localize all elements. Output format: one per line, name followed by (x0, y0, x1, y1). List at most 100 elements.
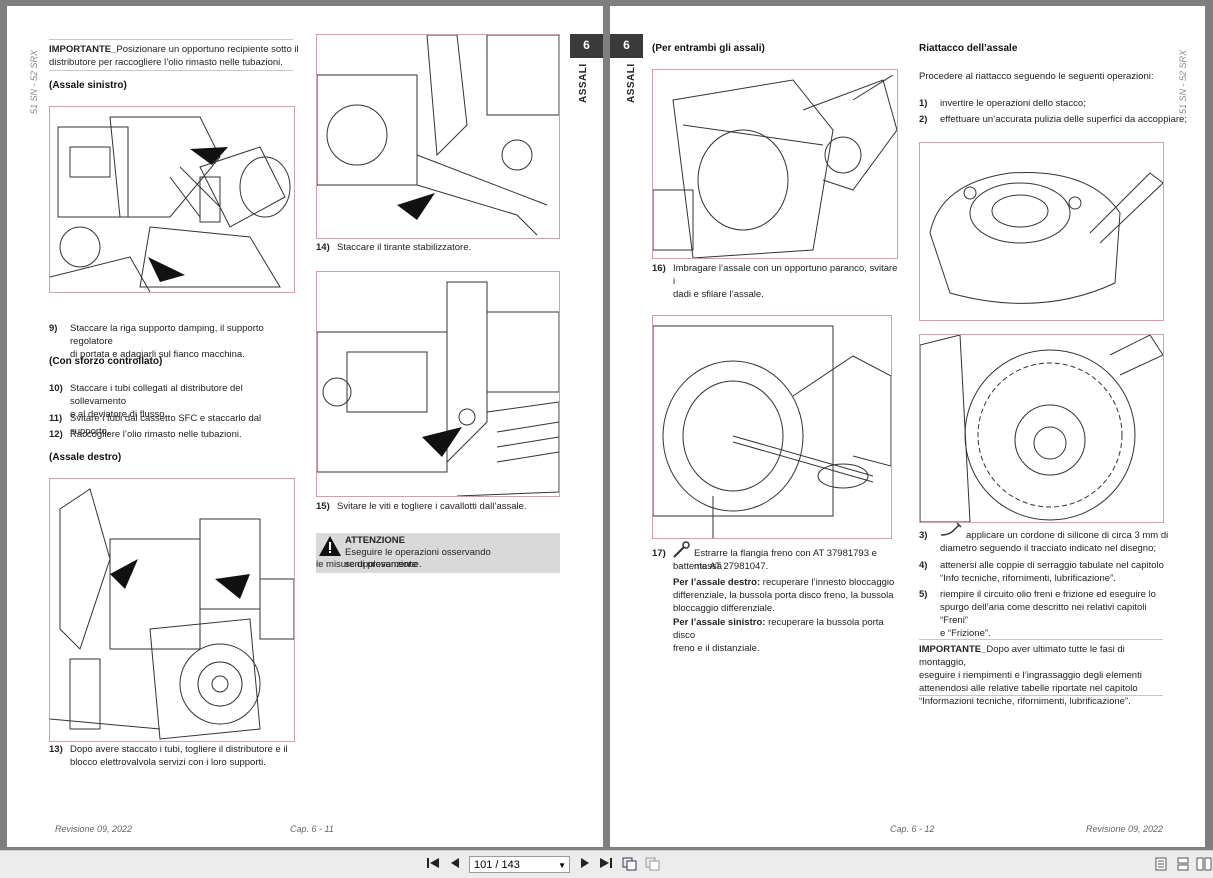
warning-box: ATTENZIONE Eseguire le operazioni osserv… (316, 533, 560, 573)
note-label: Per l’assale destro: (673, 577, 761, 588)
step-number: 16) (652, 263, 666, 274)
machinery-illustration (50, 107, 294, 292)
note-text: freno e il distanziale. (673, 643, 760, 654)
figure-stabilizer (316, 34, 560, 239)
export-page-icon[interactable] (645, 857, 661, 873)
chevron-down-icon: ▼ (558, 861, 566, 870)
step-number: 13) (49, 744, 63, 755)
step-9: 9) Staccare la riga supporto damping, il… (49, 322, 299, 360)
important-label: IMPORTANTE_ (49, 44, 117, 55)
chapter-tab-label: ASSALI (578, 63, 589, 103)
step-text: spurgo dell’aria come descritto nei rela… (940, 602, 1147, 626)
important-text: Posizionare un opportuno recipiente sott… (116, 44, 299, 55)
heading-both-axles: (Per entrambi gli assali) (652, 43, 765, 54)
note-text: recuperare l’innesto bloccaggio (762, 577, 895, 588)
step-17: 17) Estrarre la flangia freno con AT 379… (652, 541, 902, 572)
important-note: IMPORTANTE_Posizionare un opportuno reci… (49, 43, 299, 69)
heading-left-axle: (Assale sinistro) (49, 80, 127, 91)
single-page-view-icon[interactable] (1153, 857, 1169, 873)
figure-hub-silicone (919, 334, 1164, 523)
reattach-intro: Procedere al riattacco seguendo le segue… (919, 71, 1154, 82)
step-13: 13) Dopo avere staccato i tubi, togliere… (49, 743, 299, 768)
two-page-view-icon[interactable] (1196, 857, 1212, 873)
footer-revision: Revisione 09, 2022 (1086, 824, 1164, 834)
step-number: 15) (316, 501, 330, 512)
step-text: Imbragare l’assale con un opportuno para… (673, 263, 898, 287)
step-number: 10) (49, 383, 63, 394)
note-text: recuperare la bussola porta disco (673, 617, 884, 641)
heading-reattach: Riattacco dell’assale (919, 43, 1018, 54)
warning-title: ATTENZIONE (345, 535, 405, 546)
step-text: effettuare un’accurata pulizia delle sup… (940, 114, 1187, 125)
step-number: 14) (316, 242, 330, 253)
reattach-step-3: 3) applicare un cordone di silicone di c… (919, 522, 1169, 554)
step-10: 10) Staccare i tubi collegati al distrib… (49, 382, 299, 420)
machinery-illustration (653, 74, 897, 258)
heading-controlled-effort: (Con sforzo controllato) (49, 356, 163, 367)
step-number: 12) (49, 429, 63, 440)
footer-revision: Revisione 09, 2022 (55, 824, 133, 834)
machinery-illustration (920, 335, 1163, 522)
figure-left-axle (49, 106, 295, 293)
figure-hoist-axle (652, 69, 898, 259)
step-text: Raccogliere l’olio rimasto nelle tubazio… (70, 429, 242, 440)
reattach-step-1: 1) invertire le operazioni dello stacco; (919, 97, 1169, 110)
step-text: Dopo avere staccato i tubi, togliere il … (70, 744, 288, 755)
silicone-tube-icon (940, 522, 962, 536)
copy-page-icon[interactable] (622, 857, 638, 873)
last-page-icon[interactable] (598, 857, 614, 873)
step-text: e al deviatore di flusso. (70, 409, 168, 420)
important-text: attenendosi alle relative tabelle riport… (919, 683, 1138, 694)
machinery-illustration (929, 172, 1163, 304)
divider (919, 639, 1163, 640)
page-number-select[interactable]: 101 / 143 ▼ (469, 856, 570, 873)
left-page: 51 SN - 52 SRX 6 ASSALI IMPORTANTE_Posiz… (7, 6, 603, 847)
step-text: Staccare il tirante stabilizzatore. (337, 242, 472, 253)
step-text: diametro seguendo il tracciato indicato … (940, 543, 1156, 554)
next-page-icon[interactable] (577, 857, 593, 873)
chapter-tab-number: 6 (570, 34, 603, 58)
continuous-view-icon[interactable] (1175, 857, 1191, 873)
previous-page-icon[interactable] (447, 857, 463, 873)
warning-triangle-icon (319, 536, 341, 556)
first-page-icon[interactable] (425, 857, 441, 873)
step-text: Estrarre la flangia freno con AT 3798179… (694, 548, 877, 572)
step-16: 16) Imbragare l’assale con un opportuno … (652, 262, 902, 300)
important-text: eseguire i riempimenti e l’ingrassaggio … (919, 670, 1142, 681)
machinery-illustration (317, 281, 559, 496)
step-text: Svitare i tubi dal cassetto SFC e stacca… (70, 413, 262, 437)
step-number: 11) (49, 413, 63, 424)
side-model-label: 51 SN - 52 SRX (1178, 49, 1188, 114)
reattach-step-2: 2) effettuare un’accurata pulizia delle … (919, 113, 1187, 126)
step-text: attenersi alle coppie di serraggio tabul… (940, 560, 1164, 571)
step-text: Staccare i tubi collegati al distributor… (70, 383, 243, 407)
step-number: 3) (919, 530, 928, 541)
important-label: IMPORTANTE_ (919, 644, 987, 655)
step-text: riempire il circuito olio freni e frizio… (940, 589, 1156, 600)
step-text: invertire le operazioni dello stacco; (940, 98, 1086, 109)
step-number: 5) (919, 589, 928, 600)
right-page: 6 ASSALI 51 SN - 52 SRX (Per entrambi gl… (610, 6, 1205, 847)
step-number: 2) (919, 114, 928, 125)
divider (49, 70, 293, 71)
step-number: 1) (919, 98, 928, 109)
note-text: differenziale, la bussola porta disco fr… (673, 590, 894, 601)
step-11: 11) Svitare i tubi dal cassetto SFC e st… (49, 412, 299, 437)
warning-text: le misure di prevenzione. (316, 559, 422, 570)
chapter-tab-number: 6 (610, 34, 643, 58)
step-text: blocco elettrovalvola servizi con i loro… (70, 757, 266, 768)
important-text: Dopo aver ultimato tutte le fasi di mont… (919, 644, 1125, 668)
divider (49, 39, 293, 40)
step-number: 9) (49, 323, 58, 334)
step-15: 15) Svitare le viti e togliere i cavallo… (316, 500, 566, 513)
heading-right-axle: (Assale destro) (49, 452, 122, 463)
step-text: “Info tecniche, rifornimenti, lubrificaz… (940, 573, 1116, 584)
machinery-illustration (50, 488, 294, 740)
warning-text: Eseguire le operazioni osservando scrupo… (345, 547, 491, 570)
viewer-toolbar: 101 / 143 ▼ (0, 850, 1213, 878)
side-model-label: 51 SN - 52 SRX (29, 49, 39, 114)
figure-brackets (316, 271, 560, 497)
important-text: distributore per raccogliere l’olio rima… (49, 57, 283, 68)
figure-right-axle (49, 478, 295, 742)
step-number: 17) (652, 548, 666, 559)
